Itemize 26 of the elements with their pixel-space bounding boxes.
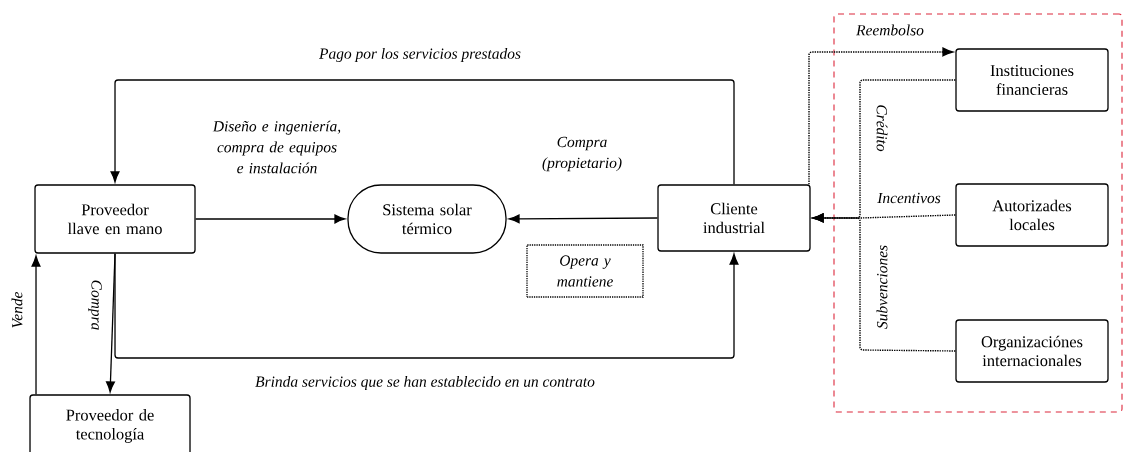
edge-label: Compra (propietario) xyxy=(542,136,622,172)
arrow xyxy=(812,213,957,352)
note-box: Opera y mantiene xyxy=(526,244,644,298)
process-box: Cliente industrial xyxy=(657,184,811,252)
arrow xyxy=(110,79,735,185)
group-frame xyxy=(833,13,1123,413)
edge-label: Compra xyxy=(88,280,102,330)
process-box: Organizaciónes internacionales xyxy=(955,319,1109,383)
process-box: Instituciones financieras xyxy=(955,48,1109,112)
arrow xyxy=(31,255,41,395)
process-box: Autorizades locales xyxy=(955,183,1109,247)
edge-label: Diseño e ingeniería, compra de equipos e instalación xyxy=(212,120,341,174)
arrow xyxy=(195,214,346,224)
edge-label: Incentivos xyxy=(877,192,941,204)
process-box: Proveedor llave en mano xyxy=(34,184,196,254)
edge-label: Crédito xyxy=(876,105,888,152)
arrow xyxy=(508,214,658,224)
edge-label: Brinda servicios que se han establecido en un contrato xyxy=(255,376,595,390)
edge-label: Pago por los servicios prestados xyxy=(319,48,521,62)
edge-label: Vende xyxy=(11,291,23,328)
edge-label: Reembolso xyxy=(856,24,924,36)
process-box: Proveedor de tecnología xyxy=(29,394,191,452)
arrow xyxy=(114,253,739,359)
terminal-pill: Sistema solar térmico xyxy=(347,184,507,254)
arrow xyxy=(808,47,954,186)
edge-label: Subvenciones xyxy=(876,245,888,329)
